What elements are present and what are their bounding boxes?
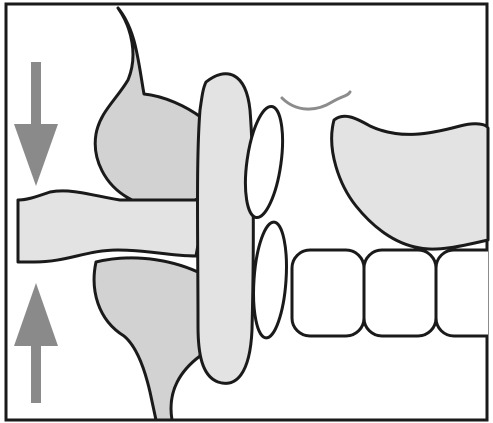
tooth-block-2	[364, 250, 436, 336]
arrow-up-icon	[14, 283, 58, 403]
arrow-down-icon	[14, 62, 58, 186]
tooth-block-3	[436, 250, 488, 336]
upper-lip	[95, 8, 202, 205]
lower-lip	[94, 258, 202, 420]
lower-tooth	[250, 221, 290, 339]
tongue-block	[332, 116, 488, 249]
tooth-block-1	[292, 250, 364, 336]
wire-line	[282, 92, 350, 109]
mouthpiece-flange	[198, 74, 254, 384]
mouthpiece-stem	[18, 191, 206, 262]
